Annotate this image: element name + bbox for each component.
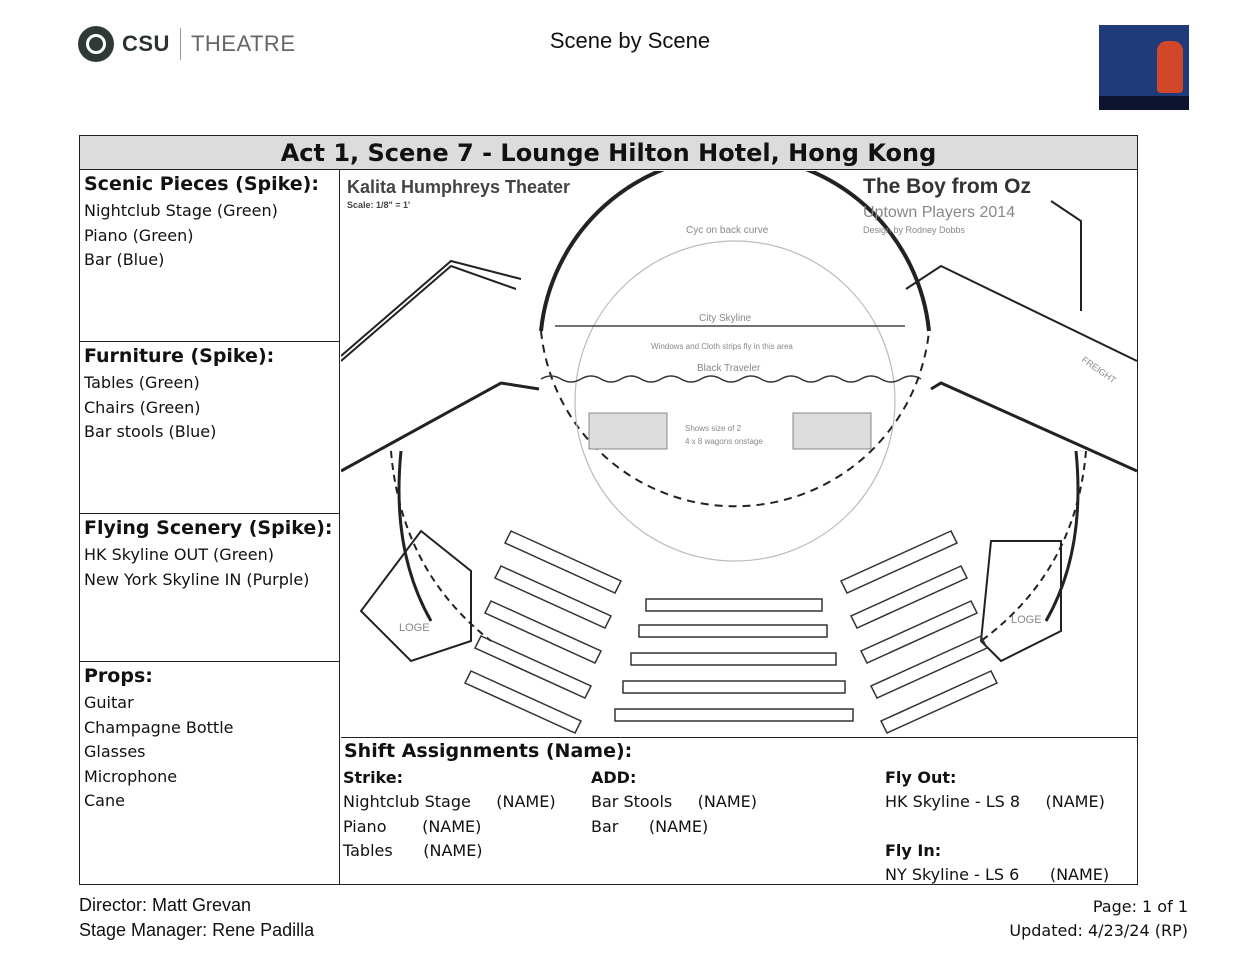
props-heading: Props:: [84, 665, 153, 687]
list-item: Cane: [84, 791, 125, 810]
list-item: Bar Stools (NAME): [591, 792, 757, 811]
list-item: Bar (NAME): [591, 816, 709, 836]
list-item: Bar stools (Blue): [84, 422, 217, 441]
list-item: Glasses: [84, 742, 146, 761]
left-proscenium-wall: [341, 381, 540, 473]
list-item: Piano (NAME): [343, 816, 482, 836]
windows-label: Windows and Cloth strips fly in this are…: [651, 342, 793, 351]
list-item: Bar (Blue): [84, 250, 165, 269]
list-item: Tables (NAME): [343, 841, 483, 860]
list-item: Nightclub Stage (NAME): [343, 792, 556, 811]
flying-heading: Flying Scenery (Spike):: [84, 517, 333, 539]
cyc-label: Cyc on back curve: [686, 225, 769, 236]
loge-left-label: LOGE: [399, 622, 430, 634]
scene-title: Act 1, Scene 7 - Lounge Hilton Hotel, Ho…: [80, 136, 1137, 170]
poster-figure: [1157, 41, 1183, 93]
scale-label: Scale: 1/8" = 1': [347, 200, 410, 210]
wagon-left: [588, 412, 668, 450]
right-outer-arc: [1044, 450, 1080, 622]
wagon-right: [792, 412, 872, 450]
stage-manager-label: Stage Manager: Rene Padilla: [79, 920, 315, 940]
list-item: Guitar: [84, 693, 134, 712]
props-section: Props: Guitar Champagne Bottle Glasses M…: [80, 662, 339, 884]
show-name: The Boy from Oz: [863, 175, 1031, 198]
scenic-pieces-section: Scenic Pieces (Spike): Nightclub Stage (…: [80, 170, 339, 342]
fly-out-column: Fly Out: HK Skyline - LS 8 (NAME): [885, 766, 1105, 815]
list-item: Tables (Green): [84, 373, 200, 392]
left-outer-arc: [397, 450, 433, 622]
right-loge: [979, 540, 1062, 663]
scenic-heading: Scenic Pieces (Spike):: [84, 173, 319, 195]
left-wing-wall-outer: [341, 259, 522, 357]
add-column: ADD: Bar Stools (NAME) Bar (NAME): [591, 766, 757, 839]
wagons-label-1: Shows size of 2: [685, 424, 742, 433]
page-number: Page: 1 of 1: [1092, 897, 1188, 916]
inner-circle: [574, 240, 896, 562]
wagons-label-2: 4 x 8 wagons onstage: [685, 437, 763, 446]
right-side-arc: [980, 450, 1087, 642]
black-traveler-line: [540, 375, 922, 383]
ram-logo-icon: [78, 26, 114, 62]
scene-table: [79, 135, 1138, 885]
list-item: HK Skyline - LS 8 (NAME): [885, 792, 1105, 811]
fly-out-heading: Fly Out:: [885, 768, 957, 787]
black-traveler-label: Black Traveler: [697, 363, 761, 374]
company-name: Uptown Players 2014: [863, 204, 1015, 221]
left-loge: [359, 529, 472, 663]
furniture-section: Furniture (Spike): Tables (Green) Chairs…: [80, 342, 339, 514]
city-skyline-label: City Skyline: [699, 313, 752, 324]
footer-left: Director: Matt Grevan Stage Manager: Ren…: [79, 893, 314, 943]
list-item: Champagne Bottle: [84, 717, 234, 737]
left-column: Scenic Pieces (Spike): Nightclub Stage (…: [80, 170, 340, 884]
director-label: Director: Matt Grevan: [79, 895, 252, 915]
stage-back-arc: [539, 171, 931, 332]
loge-right-label: LOGE: [1011, 614, 1042, 626]
fly-in-column: Fly In: NY Skyline - LS 6 (NAME): [885, 839, 1109, 888]
left-wing-wall: [341, 264, 517, 362]
list-item: Microphone: [84, 766, 178, 786]
strike-heading: Strike:: [343, 768, 404, 787]
furniture-heading: Furniture (Spike):: [84, 345, 275, 367]
left-side-arc: [390, 450, 492, 642]
right-seating: [839, 530, 999, 734]
show-poster-image: [1099, 25, 1189, 110]
right-wing-wall: [905, 264, 1137, 362]
shift-assignments: Shift Assignments (Name): Strike: Nightc…: [341, 737, 1137, 884]
updated-date: Updated: 4/23/24 (RP): [1009, 921, 1188, 940]
list-item: New York Skyline IN (Purple): [84, 569, 310, 589]
left-seating: [463, 530, 623, 734]
stage-front-arc: [540, 330, 930, 508]
flying-scenery-section: Flying Scenery (Spike): HK Skyline OUT (…: [80, 514, 339, 662]
list-item: HK Skyline OUT (Green): [84, 545, 274, 564]
designer-name: Design by Rodney Dobbs: [863, 225, 966, 235]
shift-heading: Shift Assignments (Name):: [344, 740, 633, 762]
list-item: Nightclub Stage (Green): [84, 201, 278, 220]
freight-label: FREIGHT: [1080, 354, 1119, 385]
logo-theatre-text: THEATRE: [190, 31, 296, 56]
fly-in-heading: Fly In:: [885, 841, 942, 860]
add-heading: ADD:: [591, 768, 637, 787]
right-upper-wall: [1050, 200, 1082, 311]
logo-csu-text: CSU: [122, 31, 170, 56]
center-seating: [614, 598, 854, 722]
list-item: Chairs (Green): [84, 397, 201, 417]
list-item: NY Skyline - LS 6 (NAME): [885, 865, 1110, 884]
document-title: Scene by Scene: [549, 28, 711, 53]
ground-plan-diagram: Kalita Humphreys Theater Scale: 1/8" = 1…: [341, 171, 1137, 734]
poster-skyline: [1099, 96, 1189, 110]
csu-theatre-logo: CSU THEATRE: [78, 24, 296, 64]
right-proscenium-wall: [930, 381, 1137, 473]
strike-column: Strike: Nightclub Stage (NAME) Piano (NA…: [343, 766, 556, 864]
theater-name: Kalita Humphreys Theater: [347, 177, 570, 197]
logo-divider: [179, 28, 181, 60]
footer-right: Page: 1 of 1 Updated: 4/23/24 (RP): [1009, 895, 1188, 943]
list-item: Piano (Green): [84, 225, 194, 245]
